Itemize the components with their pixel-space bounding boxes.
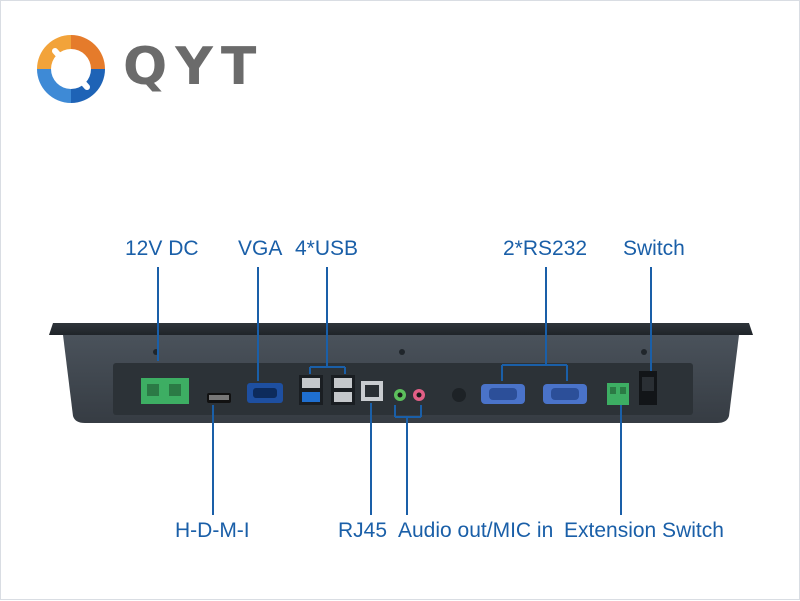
qyt-logo-icon [37, 35, 105, 103]
label-rj45: RJ45 [338, 519, 388, 542]
audio-jacks [394, 389, 425, 401]
label-rs232: 2*RS232 [503, 237, 588, 260]
rs232-port-1 [481, 384, 525, 404]
label-switch: Switch [623, 237, 685, 260]
vga-port [247, 383, 283, 403]
usb-ports [299, 375, 355, 405]
label-audio: Audio out/MIC in [398, 519, 554, 542]
label-extension-switch: Extension Switch [564, 519, 724, 542]
label-usb: 4*USB [295, 237, 359, 260]
hdmi-port [207, 393, 231, 403]
rs232-port-2 [543, 384, 587, 404]
label-vga: VGA [238, 237, 283, 260]
extension-switch-terminal [607, 383, 629, 405]
label-hdmi: H-D-M-I [175, 519, 250, 542]
dc-power-connector [141, 378, 189, 404]
rj45-port [361, 381, 383, 401]
power-switch [639, 371, 657, 405]
label-12v-dc: 12V DC [125, 237, 199, 260]
brand-name: QYT [123, 37, 265, 97]
